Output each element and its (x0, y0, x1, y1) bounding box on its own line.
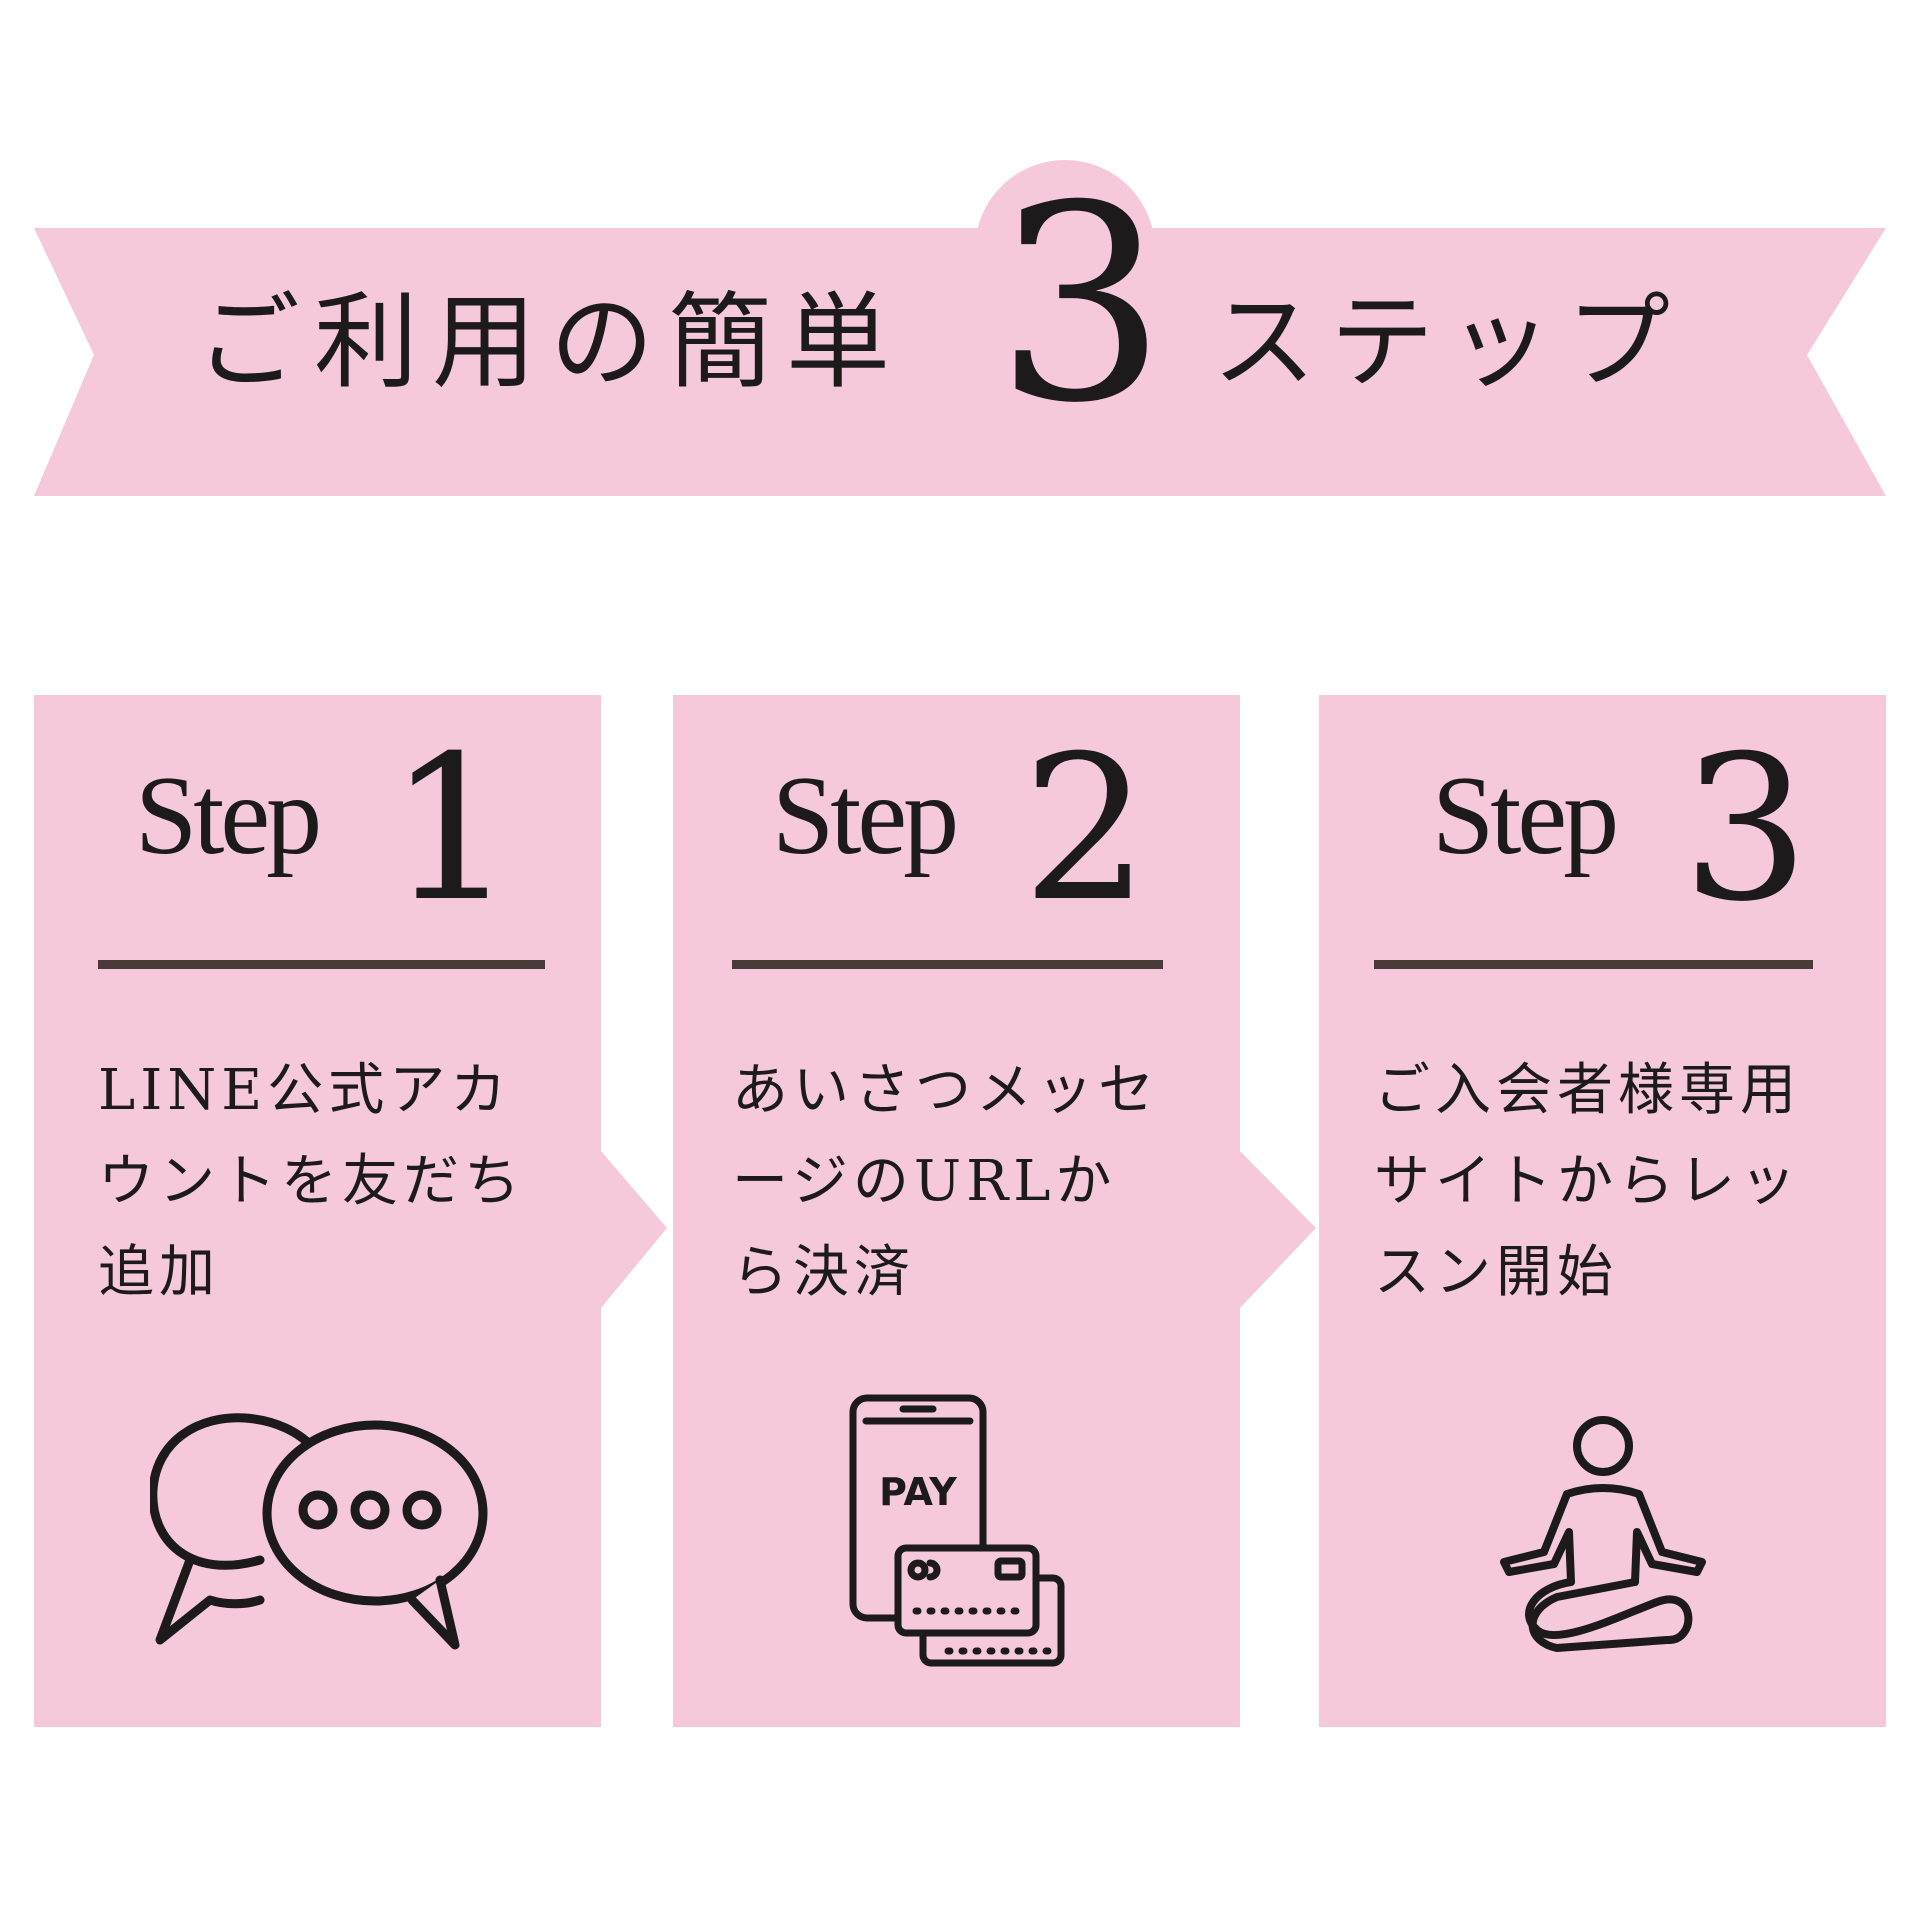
title-ribbon (34, 160, 1886, 496)
title-suffix: ステップ (1212, 281, 1685, 403)
chat-bubbles-icon (150, 1413, 488, 1650)
step-1-number: 1 (388, 713, 516, 946)
step-3-word: Step (1432, 754, 1619, 878)
step-3-divider (1374, 960, 1813, 969)
step-3-number: 3 (1682, 713, 1810, 946)
line: ら決済 (732, 1240, 915, 1305)
step-2-divider (732, 960, 1163, 969)
line: あいさつメッセ (732, 1058, 1159, 1123)
step-1-description: LINE公式アカ ウントを友だち 追加 (98, 1045, 568, 1318)
step-1-word: Step (135, 754, 322, 878)
title-prefix: ご利用の簡単 (196, 281, 905, 403)
phone-pay-cards-icon: PAY (849, 1394, 1065, 1667)
step-1-divider (98, 960, 545, 969)
line: ウントを友だち (98, 1149, 525, 1214)
line: スン開始 (1374, 1240, 1618, 1305)
step-1-box (34, 695, 667, 1727)
step-2-number: 2 (1022, 713, 1150, 946)
line: ご入会者様専用 (1374, 1058, 1801, 1123)
meditation-person-icon (1500, 1416, 1706, 1652)
line: サイトからレッ (1374, 1149, 1801, 1214)
title-number: 3 (995, 147, 1167, 462)
step-3-box (1319, 695, 1886, 1727)
line: LINE公式アカ (98, 1058, 512, 1123)
step-3-description: ご入会者様専用 サイトからレッ スン開始 (1374, 1045, 1844, 1318)
step-2-description: あいさつメッセ ージのURLか ら決済 (732, 1045, 1202, 1318)
step-2-word: Step (772, 754, 959, 878)
pay-label: PAY (879, 1470, 957, 1514)
line: 追加 (98, 1240, 220, 1305)
step-2-box (673, 695, 1316, 1727)
line: ージのURLか (732, 1149, 1117, 1214)
